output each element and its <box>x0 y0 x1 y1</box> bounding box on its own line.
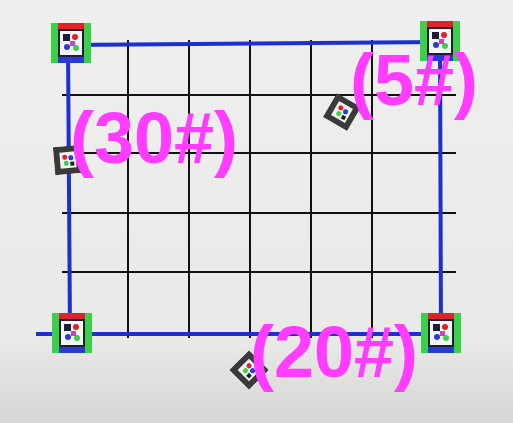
callout-number: (20#) <box>250 316 418 388</box>
callout-number: (30#) <box>70 102 238 174</box>
corner-marker <box>52 313 92 353</box>
callout-number: (5#) <box>350 44 478 116</box>
corner-marker <box>51 23 91 63</box>
corner-marker <box>421 313 461 353</box>
